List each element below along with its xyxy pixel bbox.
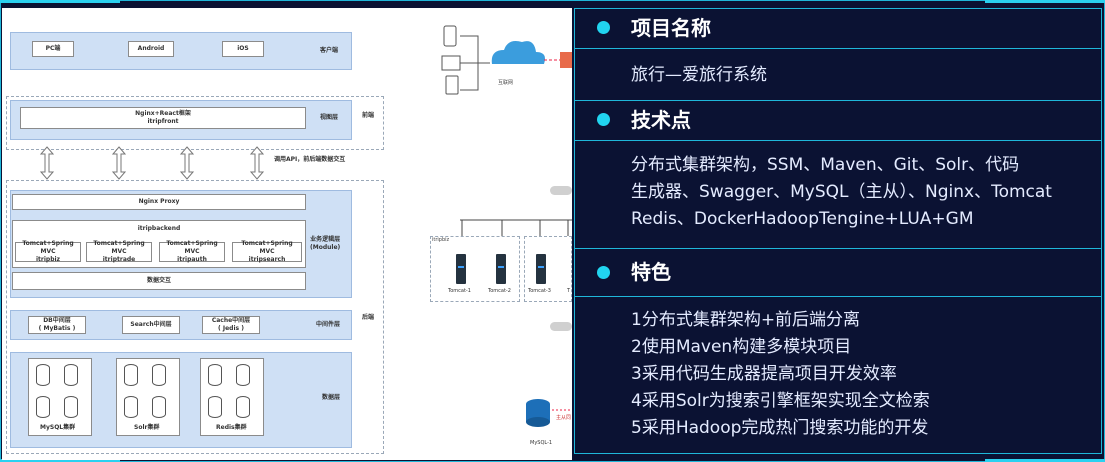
middleware-layer-label: 中间件层 bbox=[316, 321, 341, 328]
section-title: 项目名称 bbox=[631, 16, 711, 40]
middleware-search: Search中间层 bbox=[122, 316, 180, 334]
section-header-tech: 技术点 bbox=[575, 101, 1101, 141]
body-line: 2使用Maven构建多模块项目 bbox=[631, 337, 852, 357]
mysql-note: 主从同 bbox=[556, 415, 572, 421]
client-ios: iOS bbox=[222, 41, 264, 57]
redis-cluster-label: Redis集群 bbox=[216, 424, 247, 431]
info-panel: 项目名称 旅行—爱旅行系统 技术点 分布式集群架构，SSM、Maven、Git、… bbox=[574, 8, 1102, 454]
server-icon bbox=[456, 254, 466, 284]
corner-accent bbox=[0, 0, 120, 3]
section-body-name: 旅行—爱旅行系统 bbox=[575, 49, 1101, 101]
body-line: 5采用Hadoop完成热门搜索功能的开发 bbox=[631, 418, 929, 438]
server-label: Tomcat-1 bbox=[448, 288, 471, 294]
corner-accent bbox=[985, 0, 1105, 3]
section-title: 技术点 bbox=[631, 108, 691, 132]
second-cluster bbox=[524, 236, 572, 302]
section-title: 特色 bbox=[631, 260, 671, 284]
database-icon bbox=[208, 364, 222, 386]
server-label: Tomcat-2 bbox=[488, 288, 511, 294]
frontend-box: Nginx+React框架 itripfront bbox=[20, 107, 306, 129]
body-line: 3采用代码生成器提高项目开发效率 bbox=[631, 364, 897, 384]
itripbiz-cluster bbox=[430, 236, 520, 302]
nginx-proxy-box: Nginx Proxy bbox=[12, 194, 306, 210]
bullet-dot-icon bbox=[597, 266, 610, 279]
body-line: 分布式集群架构，SSM、Maven、Git、Solr、代码 bbox=[631, 155, 1020, 175]
double-arrow-icon bbox=[112, 146, 126, 180]
mysql-icon bbox=[526, 399, 572, 427]
lb-connectors bbox=[460, 219, 572, 236]
module-itripauth: Tomcat+Spring MVC itripauth bbox=[159, 240, 225, 263]
database-icon bbox=[152, 364, 166, 386]
database-icon bbox=[152, 396, 166, 418]
api-note: 调用API，前后端数据交互 bbox=[274, 156, 346, 163]
data-layer-label: 数据层 bbox=[322, 394, 341, 401]
client-pc: PC端 bbox=[32, 41, 74, 57]
server-icon bbox=[536, 254, 546, 284]
corner-accent bbox=[985, 459, 1105, 462]
architecture-diagram: PC端 Android iOS 客户端 Nginx+React框架 itripf… bbox=[2, 8, 572, 460]
itripbiz-tag: itripbiz bbox=[432, 237, 450, 243]
double-arrow-icon bbox=[180, 146, 194, 180]
server-icon bbox=[496, 254, 506, 284]
body-line: 4采用Solr为搜索引擎框架实现全文检索 bbox=[631, 391, 930, 411]
middleware-cache: Cache中间层 ( Jedis ) bbox=[202, 316, 260, 334]
backend-group-label: 后端 bbox=[362, 314, 375, 321]
server-label: T bbox=[567, 288, 571, 294]
database-icon bbox=[64, 396, 78, 418]
devices-internet-icon bbox=[441, 25, 572, 95]
database-icon bbox=[36, 396, 50, 418]
connector-pill bbox=[550, 322, 572, 331]
module-itripsearch: Tomcat+Spring MVC itripsearch bbox=[232, 240, 302, 263]
double-arrow-icon bbox=[40, 146, 54, 180]
body-line: 1分布式集群架构+前后端分离 bbox=[631, 310, 861, 330]
bullet-dot-icon bbox=[597, 113, 610, 126]
client-android: Android bbox=[128, 41, 174, 57]
body-line: 旅行—爱旅行系统 bbox=[631, 65, 767, 85]
section-header-name: 项目名称 bbox=[575, 9, 1101, 49]
solr-cluster-label: Solr集群 bbox=[134, 424, 160, 431]
section-body-tech: 分布式集群架构，SSM、Maven、Git、Solr、代码 生成器、Swagge… bbox=[575, 141, 1101, 249]
database-icon bbox=[236, 364, 250, 386]
module-itripbiz: Tomcat+Spring MVC itripbiz bbox=[15, 240, 81, 263]
database-icon bbox=[208, 396, 222, 418]
database-icon bbox=[64, 364, 78, 386]
backend-name: itripbackend bbox=[137, 225, 181, 232]
section-body-features: 1分布式集群架构+前后端分离 2使用Maven构建多模块项目 3采用代码生成器提… bbox=[575, 297, 1101, 453]
section-header-features: 特色 bbox=[575, 249, 1101, 297]
body-line: 生成器、Swagger、MySQL（主从）、Nginx、Tomcat bbox=[631, 182, 1052, 202]
mysql-cluster-label: MySQL集群 bbox=[40, 424, 76, 431]
module-itriptrade: Tomcat+Spring MVC itriptrade bbox=[86, 240, 152, 263]
mysql-label: MySQL-1 bbox=[530, 440, 553, 446]
data-exchange-box: 数据交互 bbox=[12, 272, 306, 290]
frontend-group bbox=[6, 96, 384, 150]
server-label: Tomcat-3 bbox=[528, 288, 551, 294]
database-icon bbox=[124, 396, 138, 418]
database-icon bbox=[124, 364, 138, 386]
client-layer-label: 客户端 bbox=[320, 47, 339, 54]
view-layer-label: 视图层 bbox=[320, 114, 339, 121]
body-line: Redis、DockerHadoopTengine+LUA+GM bbox=[631, 209, 974, 229]
double-arrow-icon bbox=[250, 146, 264, 180]
backend-group bbox=[6, 180, 384, 454]
frontend-group-label: 前端 bbox=[362, 112, 375, 119]
bullet-dot-icon bbox=[597, 21, 610, 34]
middleware-db: DB中间层 ( MyBatis ) bbox=[28, 316, 86, 334]
database-icon bbox=[236, 396, 250, 418]
corner-accent bbox=[0, 459, 120, 462]
internet-label: 互联网 bbox=[498, 80, 514, 86]
connector-pill bbox=[550, 186, 572, 195]
database-icon bbox=[36, 364, 50, 386]
logic-layer-label: 业务逻辑层 (Module) bbox=[310, 236, 341, 251]
